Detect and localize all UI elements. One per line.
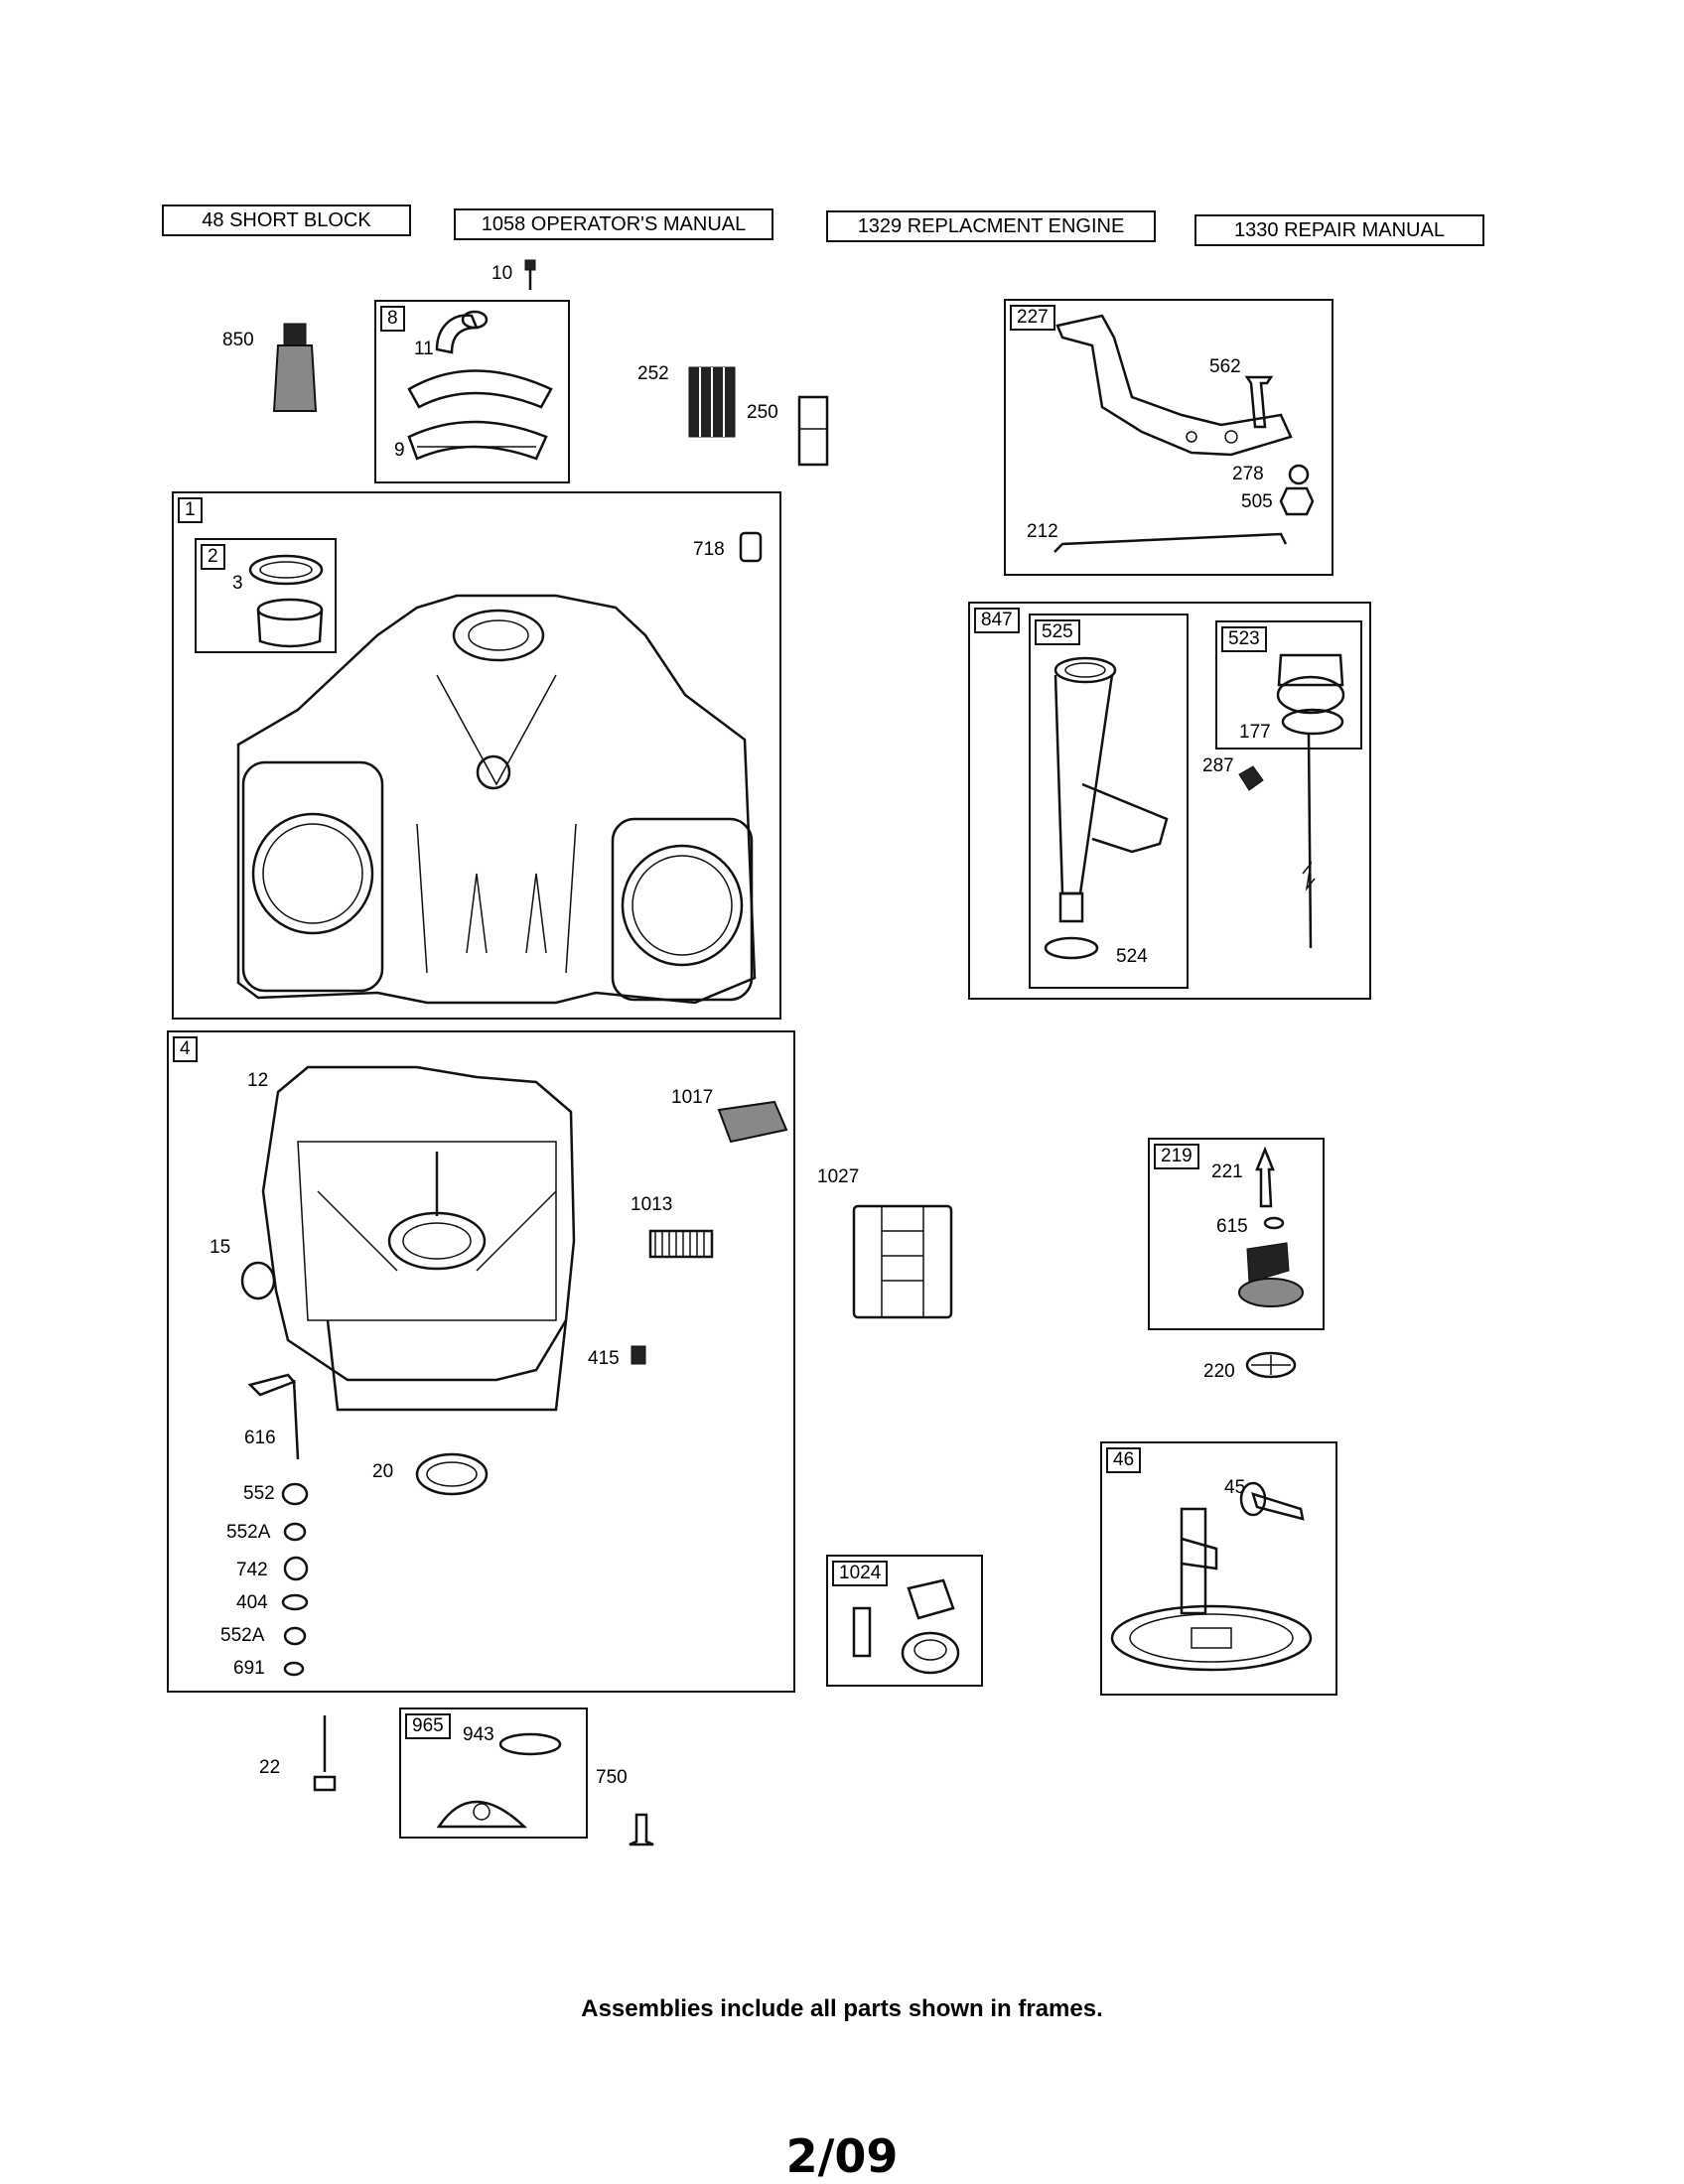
- crankcase-art: [236, 594, 757, 1005]
- frame-227: 227: [1004, 299, 1333, 576]
- part-number: 3: [232, 573, 243, 594]
- frame-label-4: 4: [173, 1036, 198, 1062]
- part-number: 278: [1232, 464, 1264, 484]
- frame-847: 847: [968, 602, 1371, 1000]
- frame-label-227: 227: [1010, 305, 1055, 331]
- filter-252-art: [688, 366, 736, 438]
- part-number: 15: [210, 1237, 231, 1258]
- part-number: 11: [414, 339, 434, 359]
- header-repair-manual: 1330 REPAIR MANUAL: [1194, 214, 1484, 246]
- dipstick-art: [1238, 653, 1345, 949]
- screen-1013-art: [648, 1229, 714, 1259]
- screw-750-art: [629, 1813, 654, 1846]
- page-number: 2/09: [785, 2129, 899, 2183]
- frame-2: 2: [195, 538, 337, 653]
- part-number: 9: [394, 440, 405, 461]
- header-operators-manual: 1058 OPERATOR'S MANUAL: [454, 208, 773, 240]
- assemblies-note: Assemblies include all parts shown in fr…: [581, 1995, 1103, 2022]
- frame-label-965: 965: [405, 1713, 451, 1739]
- part-number: 505: [1241, 491, 1273, 512]
- breather-assembly-art: [407, 310, 553, 461]
- part-number: 524: [1116, 946, 1148, 967]
- frame-46: 46: [1100, 1441, 1337, 1696]
- oil-filter-art: [852, 1204, 953, 1319]
- frame-label-1024: 1024: [832, 1561, 889, 1586]
- part-number: 1017: [671, 1087, 714, 1108]
- part-number: 750: [596, 1767, 628, 1788]
- part-number: 850: [222, 330, 254, 350]
- frame-label-1: 1: [178, 497, 203, 523]
- part-number: 12: [247, 1070, 269, 1091]
- kit-965-art: [436, 1732, 562, 1829]
- frame-label-847: 847: [974, 608, 1020, 633]
- piston-rings-art: [248, 554, 324, 648]
- frame-label-8: 8: [380, 306, 405, 332]
- cover-1017-art: [717, 1100, 788, 1144]
- screw-10-art: [524, 259, 536, 290]
- part-number: 404: [236, 1592, 268, 1613]
- frame-525: 525: [1029, 614, 1189, 989]
- frame-965: 965: [399, 1707, 588, 1839]
- header-replacement-engine: 1329 REPLACMENT ENGINE: [826, 210, 1156, 242]
- frame-4: 4: [167, 1030, 795, 1693]
- part-number: 943: [463, 1724, 494, 1745]
- part-number: 22: [259, 1757, 281, 1778]
- bracket-227-art: [1053, 314, 1315, 553]
- shaft-616-art: [247, 1373, 300, 1460]
- frame-523: 523: [1215, 620, 1362, 750]
- frame-label-525: 525: [1035, 619, 1080, 645]
- part-number: 10: [491, 263, 513, 284]
- part-number: 212: [1027, 521, 1058, 542]
- part-number: 220: [1203, 1361, 1235, 1382]
- part-number: 562: [1209, 356, 1241, 377]
- frame-label-46: 46: [1106, 1447, 1142, 1473]
- seal-20-art: [415, 1452, 489, 1496]
- part-number: 616: [244, 1428, 276, 1448]
- frame-label-219: 219: [1154, 1144, 1199, 1169]
- part-number: 552: [243, 1483, 275, 1504]
- part-number: 250: [747, 402, 778, 423]
- frame-8: 8: [374, 300, 570, 483]
- part-number: 552A: [220, 1625, 265, 1646]
- part-number: 615: [1216, 1216, 1248, 1237]
- part-number: 552A: [226, 1522, 271, 1543]
- frame-1024: 1024: [826, 1555, 983, 1687]
- part-number: 20: [372, 1461, 394, 1482]
- part-number: 691: [233, 1658, 265, 1679]
- dipstick-tube-art: [1044, 656, 1169, 960]
- frame-label-2: 2: [201, 544, 225, 570]
- part-number: 252: [637, 363, 669, 384]
- part-220-art: [1245, 1351, 1297, 1379]
- part-number: 1027: [817, 1166, 860, 1187]
- sealant-tube-art: [272, 323, 318, 412]
- camshaft-art: [1110, 1481, 1313, 1672]
- bolt-22-art: [313, 1715, 337, 1792]
- part-number: 287: [1202, 755, 1234, 776]
- part-415-art: [631, 1345, 646, 1365]
- frame-219: 219: [1148, 1138, 1325, 1330]
- seal-15-art: [240, 1261, 276, 1300]
- plug-718-art: [739, 531, 763, 563]
- spacer-250-art: [797, 395, 829, 467]
- part-number: 177: [1239, 722, 1271, 743]
- header-short-block: 48 SHORT BLOCK: [162, 205, 411, 236]
- part-number: 45: [1224, 1477, 1246, 1498]
- part-number: 221: [1211, 1161, 1243, 1182]
- crankcase-cover-art: [261, 1065, 576, 1412]
- kit-1024-art: [852, 1578, 960, 1675]
- part-number: 1013: [631, 1194, 673, 1215]
- part-number: 742: [236, 1560, 268, 1580]
- part-number: 718: [693, 539, 725, 560]
- frame-label-523: 523: [1221, 626, 1267, 652]
- governor-art: [1238, 1146, 1304, 1307]
- part-number: 415: [588, 1348, 620, 1369]
- washer-stack-art: [281, 1482, 309, 1677]
- frame-1: 1: [172, 491, 781, 1020]
